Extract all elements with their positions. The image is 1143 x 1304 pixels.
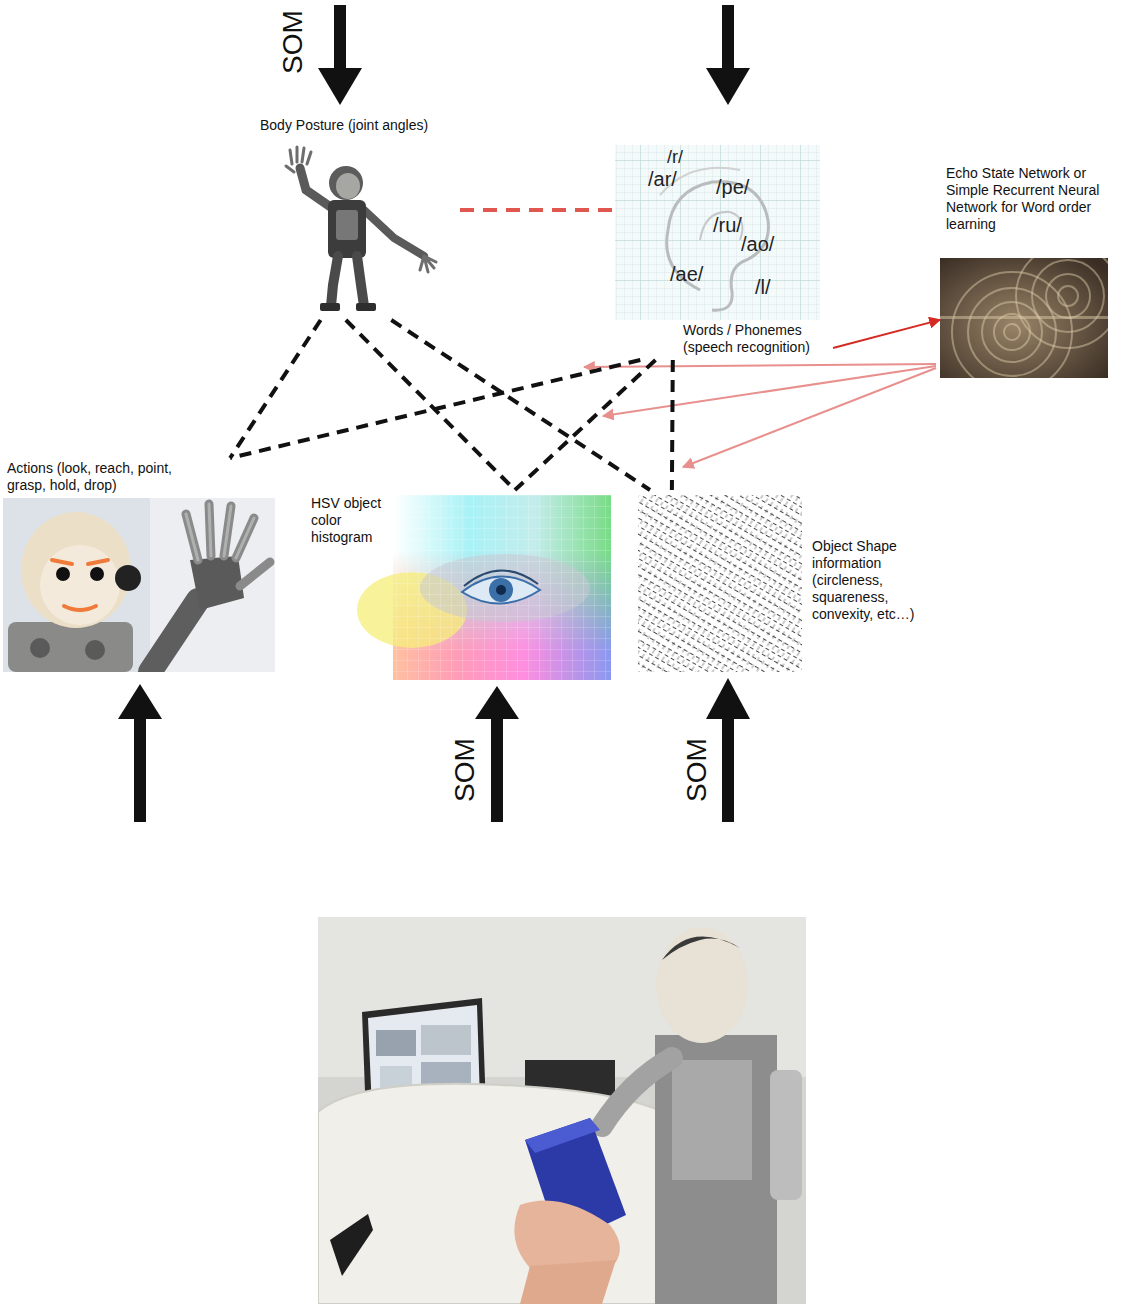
node-label: Echo State Network or Simple Recurrent N…: [946, 165, 1110, 233]
connector: [515, 360, 656, 490]
connector: [391, 320, 650, 490]
node-label: Body Posture (joint angles): [260, 117, 458, 134]
connector: [670, 360, 675, 490]
color-box: HSV object color histogram: [308, 490, 611, 680]
connector: [460, 208, 615, 212]
node-label: HSV object color histogram: [311, 495, 393, 546]
node-label: Words / Phonemes (speech recognition): [683, 322, 831, 356]
phoneme-label: /ae/: [670, 262, 703, 286]
lab-photo: [318, 917, 806, 1304]
actions-box: Actions (look, reach, point, grasp, hold…: [3, 458, 275, 672]
up-arrow: [706, 678, 750, 822]
method-label: SOM: [451, 738, 479, 802]
down-arrow: [706, 5, 750, 105]
phoneme-label: /r/: [667, 147, 683, 169]
method-label: SOM: [279, 10, 307, 74]
shape-texture: [638, 495, 802, 672]
phoneme-label: /pe/: [716, 175, 749, 199]
shape-box: Object Shape information (circleness, sq…: [638, 490, 938, 675]
color-histogram: [357, 495, 611, 680]
up-arrow: [118, 684, 162, 822]
posture-box: Body Posture (joint angles): [258, 115, 460, 320]
robot-face-picture: [3, 498, 275, 672]
node-label: Object Shape information (circleness, sq…: [812, 538, 934, 623]
connector: [230, 360, 640, 458]
down-arrow: [318, 5, 362, 105]
node-label: Actions (look, reach, point, grasp, hold…: [7, 460, 172, 494]
connector: [230, 320, 321, 458]
ripple-picture: [940, 258, 1108, 378]
phoneme-box: /r//ar/ /pe/ /ru//ao/ /ae/ /l/Words / Phonem…: [615, 145, 833, 360]
method-label: SOM: [683, 738, 711, 802]
connector: [833, 320, 940, 348]
network-box: Echo State Network or Simple Recurrent N…: [940, 163, 1112, 378]
robot-figure: [286, 147, 436, 311]
phoneme-label: /ar/: [648, 167, 677, 191]
up-arrow: [475, 686, 519, 822]
phoneme-grid: [615, 145, 820, 320]
phoneme-label: /ao/: [741, 232, 774, 256]
phoneme-label: /l/: [755, 275, 771, 299]
phoneme-label: /ru/: [713, 213, 742, 237]
